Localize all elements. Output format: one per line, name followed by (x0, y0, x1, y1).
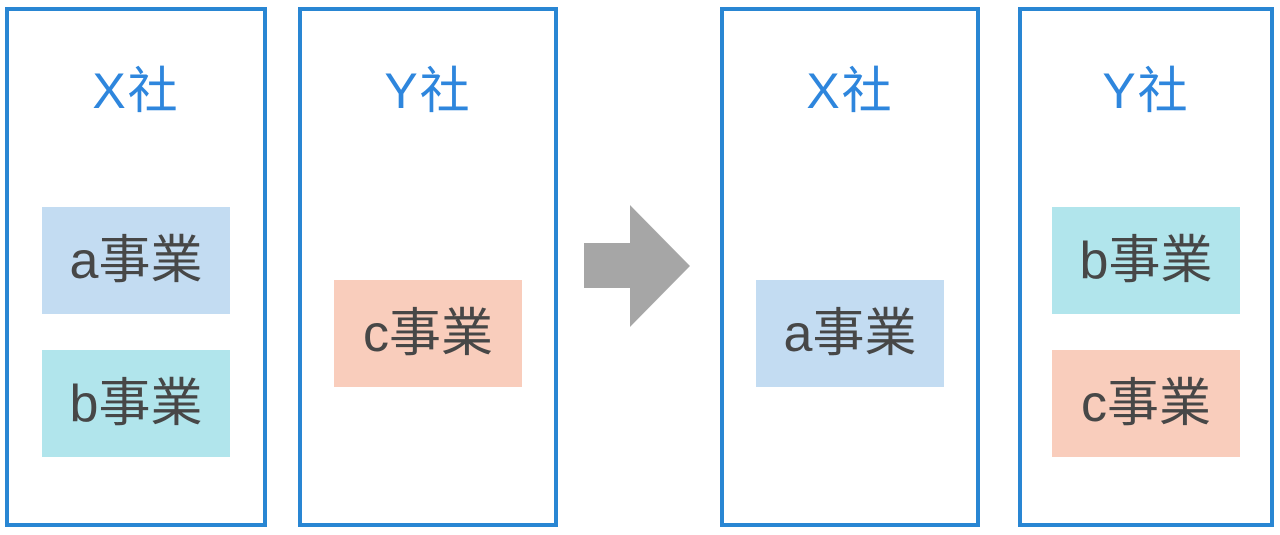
company-panel-y-after: Y社 b事業 c事業 (1018, 7, 1274, 527)
company-title: X社 (92, 63, 180, 119)
company-panel-y-before: Y社 c事業 (298, 7, 558, 527)
business-box-c: c事業 (1052, 350, 1240, 457)
right-arrow-icon (584, 205, 690, 327)
business-box-a: a事業 (756, 280, 944, 387)
right-arrow-shape (584, 205, 690, 327)
business-box-a: a事業 (42, 207, 230, 314)
business-box-b: b事業 (42, 350, 230, 457)
company-panel-x-before: X社 a事業 b事業 (5, 7, 267, 527)
company-title: Y社 (1102, 63, 1190, 119)
company-title: Y社 (384, 63, 472, 119)
company-panel-x-after: X社 a事業 (720, 7, 980, 527)
business-box-c: c事業 (334, 280, 522, 387)
company-title: X社 (806, 63, 894, 119)
business-box-b: b事業 (1052, 207, 1240, 314)
